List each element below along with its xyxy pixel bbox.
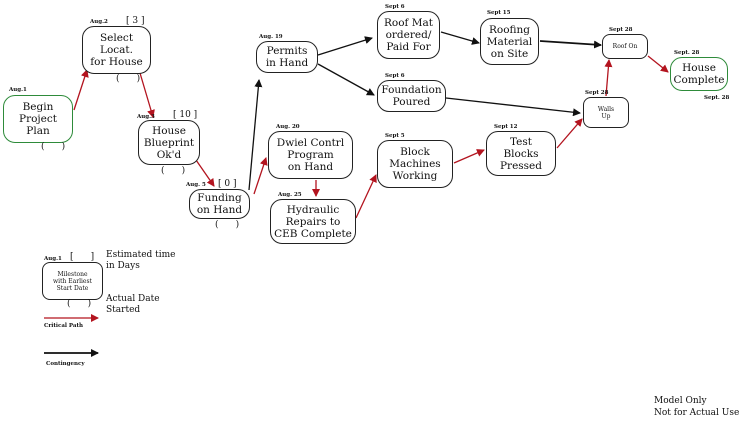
node-blueprint-date: Aug.3 [137, 114, 155, 120]
edge-select-blueprint [139, 72, 155, 118]
node-walls-up: Walls Up [583, 97, 629, 128]
edge-roofmat-roofing [440, 31, 480, 45]
node-house-complete: House Complete [670, 57, 728, 91]
node-foundation-date: Sept 6 [385, 73, 405, 79]
node-hydraulic-repairs: Hydraulic Repairs to CEB Complete [270, 199, 356, 244]
node-walls-date: Sept 28 [585, 90, 609, 96]
node-begin-actual: ( ) [41, 142, 66, 152]
node-test-date: Sept 12 [494, 124, 518, 130]
model-only-note: Model Only [654, 396, 707, 406]
legend-contingency-label: Contingency [46, 361, 85, 367]
not-for-actual-use-note: Not for Actual Use [654, 408, 740, 418]
legend-milestone-node: Milestone with Earliest Start Date [42, 262, 103, 300]
edge-test-walls [556, 118, 583, 149]
node-begin-date: Aug.1 [9, 87, 27, 93]
edge-begin-select [73, 69, 89, 111]
edge-foundation-walls [445, 97, 581, 117]
node-roofing-material: Roofing Material on Site [480, 18, 539, 65]
edge-funding-dwiel [253, 157, 268, 195]
node-house-blueprint: House Blueprint Ok'd [138, 120, 200, 165]
legend-estimate-bracket: [ ] [70, 252, 95, 262]
edge-block-test [453, 149, 485, 164]
node-funding-actual: ( ) [215, 220, 240, 230]
node-test-blocks: Test Blocks Pressed [486, 131, 556, 176]
legend-actual-bracket: ( ) [67, 299, 92, 309]
node-blueprint-actual: ( ) [161, 166, 186, 176]
node-select-date: Aug.2 [90, 19, 108, 25]
node-foundation-poured: Foundation Poured [377, 80, 446, 112]
edge-walls-roofon [604, 59, 613, 97]
edge-roofing-roofon [539, 40, 602, 49]
node-funding-date: Aug. 5 [186, 182, 206, 188]
node-complete-date: Sept. 28 [674, 50, 700, 56]
node-block-date: Sept 5 [385, 133, 405, 139]
edge-funding-permits [248, 79, 263, 191]
edge-roofon-complete [647, 55, 669, 73]
node-roofon-date: Sept 28 [609, 27, 633, 33]
node-roofmat-date: Sept 6 [385, 4, 405, 10]
edge-blueprint-funding [195, 159, 215, 187]
node-dwiel-date: Aug. 20 [276, 124, 300, 130]
node-select-actual: ( ) [116, 74, 141, 84]
node-hydraulic-date: Aug. 25 [278, 192, 302, 198]
node-funding-estimate: [ 0 ] [218, 179, 237, 189]
node-select-location: Select Locat. for House [82, 26, 151, 74]
legend-date: Aug.1 [44, 256, 62, 262]
node-funding-on-hand: Funding on Hand [189, 189, 250, 219]
node-permits-date: Aug. 19 [259, 34, 283, 40]
legend-estimated-time-label: Estimated time in Days [106, 250, 176, 271]
node-blueprint-estimate: [ 10 ] [173, 110, 198, 120]
node-complete-date-2: Sept. 28 [704, 95, 730, 101]
node-roof-on: Roof On [602, 34, 648, 59]
legend-actual-date-label: Actual Date Started [106, 294, 160, 315]
node-select-estimate: [ 3 ] [126, 16, 145, 26]
edge-hydraulic-block [355, 174, 377, 219]
node-block-machines: Block Machines Working [377, 140, 453, 188]
legend-critical-path-label: Critical Path [44, 323, 84, 329]
edge-permits-roofmat [317, 36, 373, 56]
node-permits-in-hand: Permits in Hand [256, 41, 318, 73]
node-roofing-date: Sept 15 [487, 10, 511, 16]
node-begin-project-plan: Begin Project Plan [3, 95, 73, 143]
node-dwiel-control: Dwiel Contrl Program on Hand [268, 131, 353, 179]
node-roof-materials: Roof Mat ordered/ Paid For [377, 11, 440, 59]
edge-permits-foundation [317, 63, 375, 96]
